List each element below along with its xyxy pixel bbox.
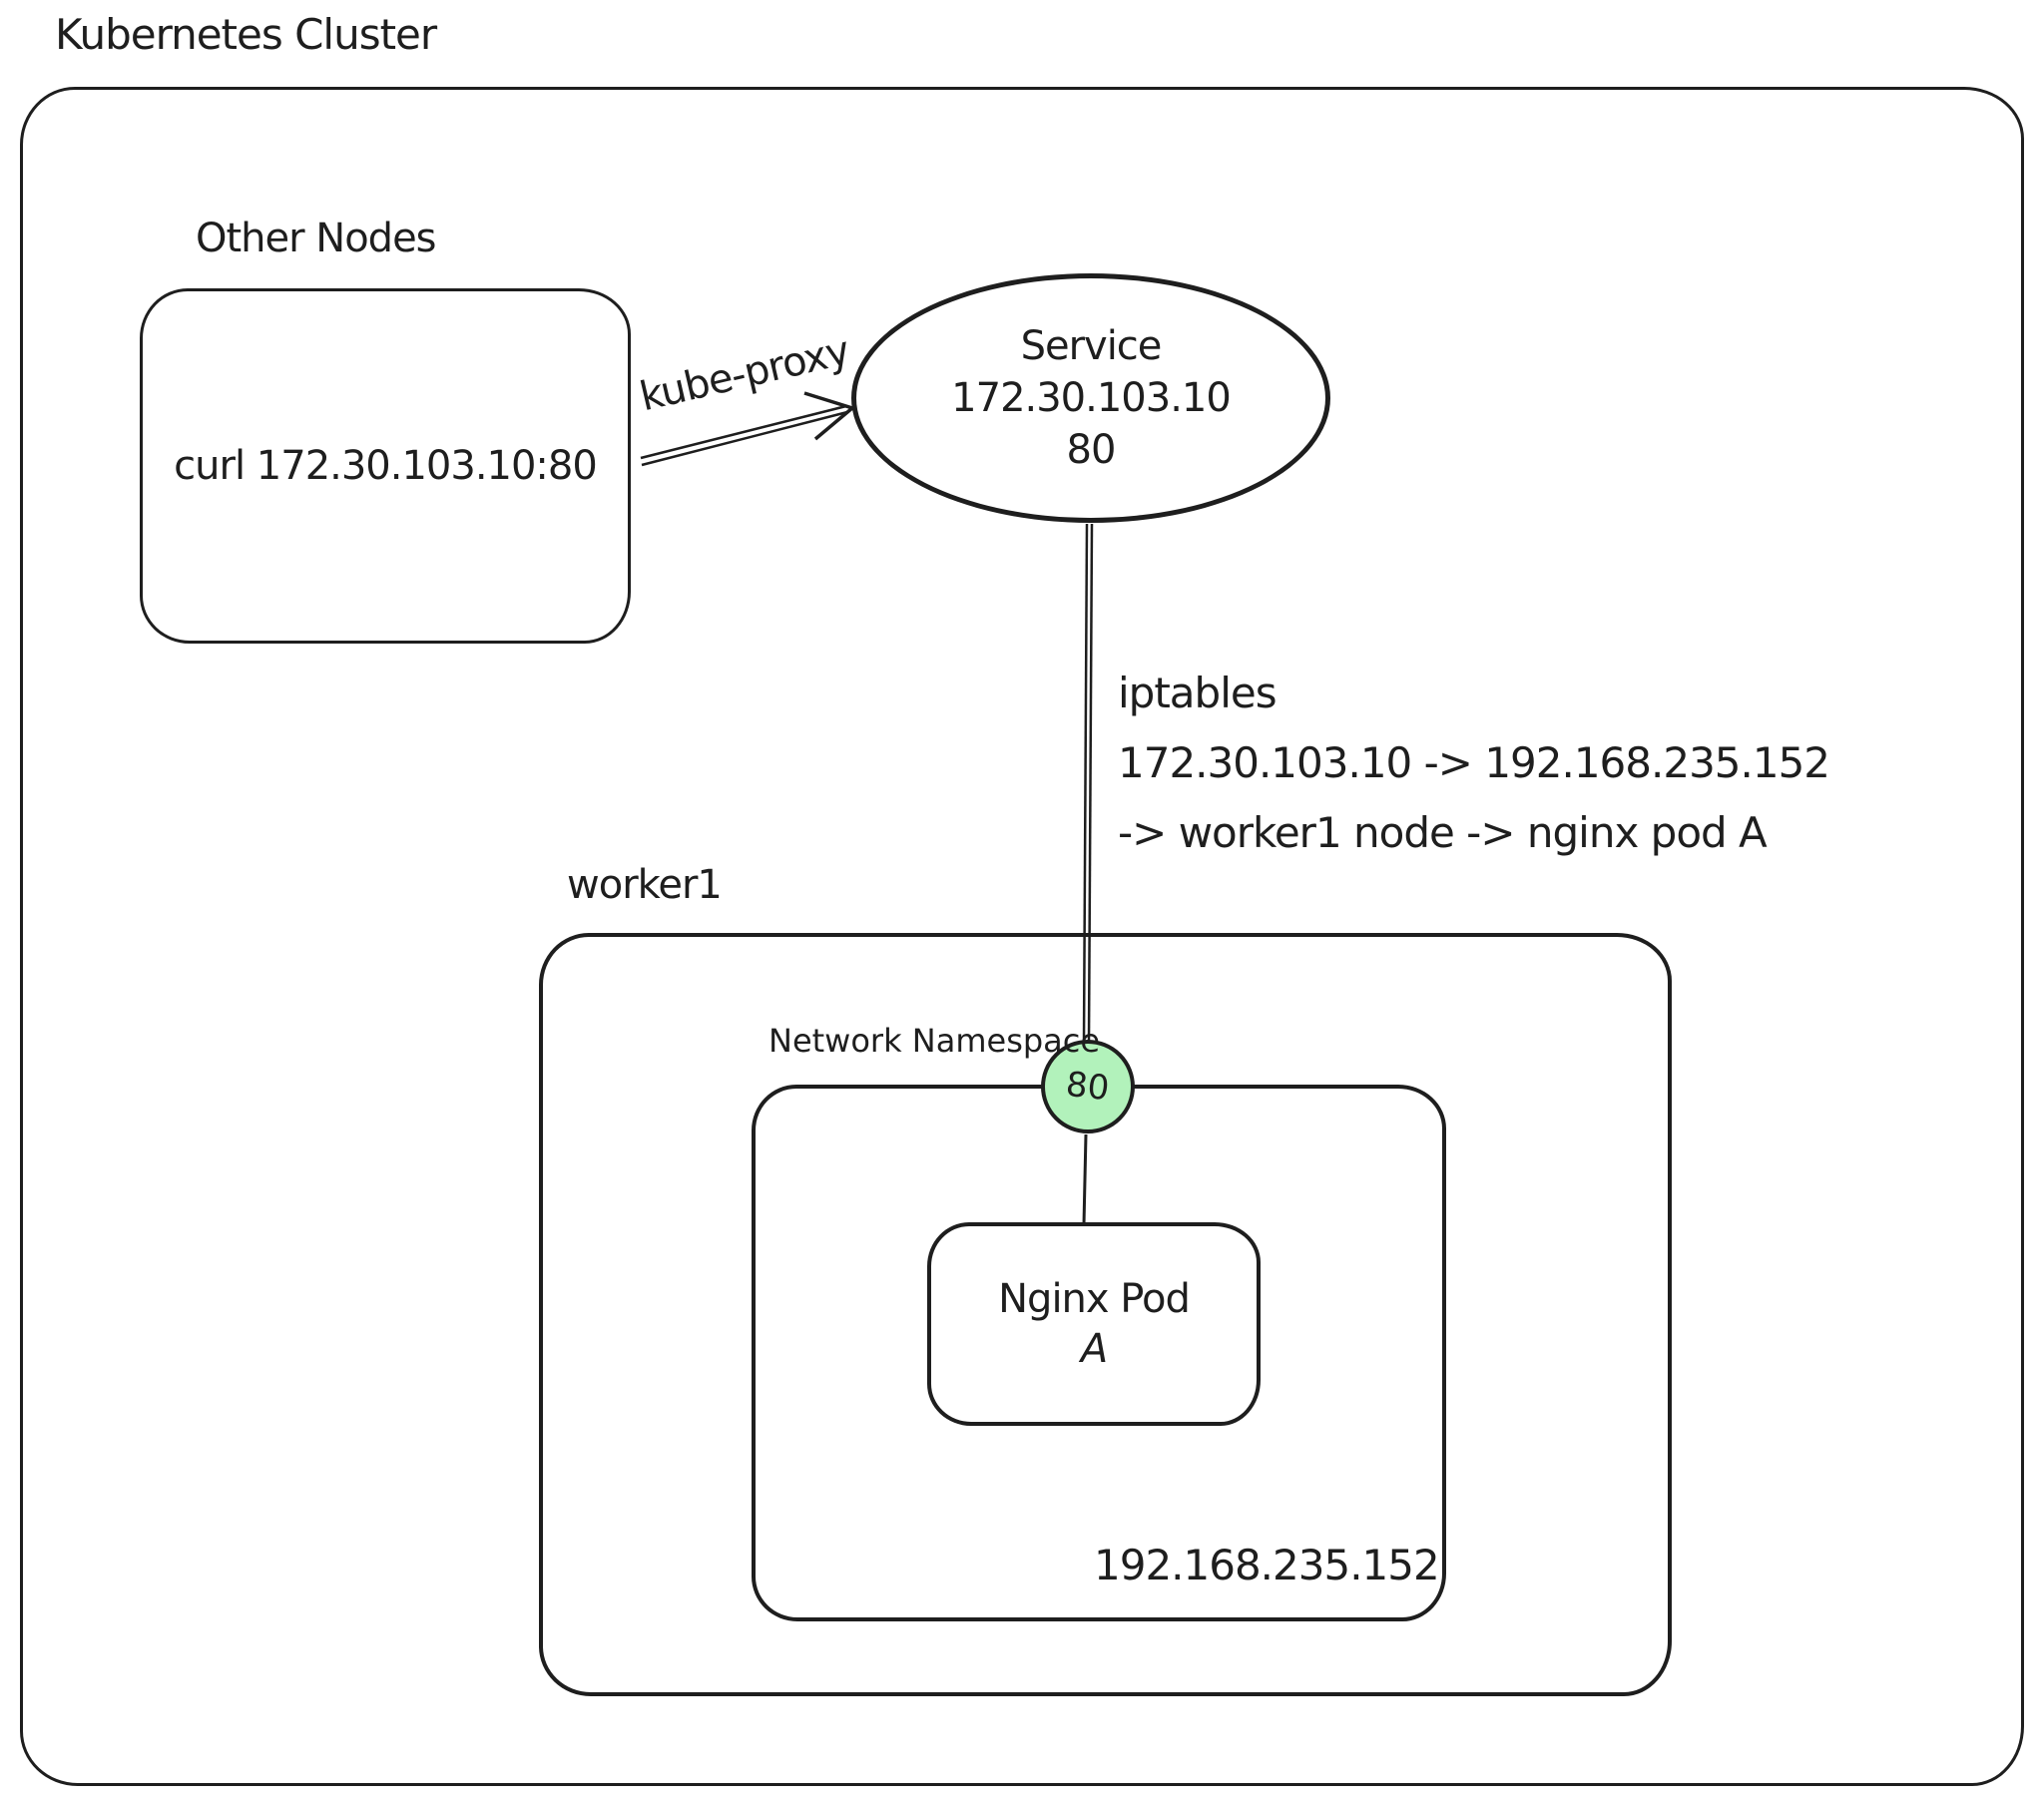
iptables-line-1: iptables [1118, 669, 1278, 717]
curl-command-text: curl 172.30.103.10:80 [174, 443, 598, 489]
worker1-node-box [539, 933, 1672, 1696]
network-namespace-label: Network Namespace [768, 1022, 1101, 1060]
pod-ip-label: 192.168.235.152 [1094, 1541, 1440, 1589]
diagram-title: Kubernetes Cluster [55, 10, 437, 59]
service-ellipse: Service 172.30.103.10 80 [851, 273, 1330, 523]
cluster-boundary-box [20, 87, 2024, 1786]
worker1-node-label: worker1 [567, 862, 723, 908]
iptables-line-2: 172.30.103.10 -> 192.168.235.152 [1118, 738, 1830, 787]
other-nodes-label: Other Nodes [196, 216, 437, 261]
nginx-pod-title: Nginx Pod [998, 1276, 1191, 1322]
iptables-line-3: -> worker1 node -> nginx pod A [1118, 808, 1768, 857]
nginx-pod-box: Nginx Pod A [927, 1222, 1261, 1426]
nginx-pod-suffix: A [1080, 1326, 1108, 1372]
iptables-annotation: iptables 172.30.103.10 -> 192.168.235.15… [1118, 659, 1830, 868]
service-ip: 172.30.103.10 [951, 375, 1232, 421]
port-80-badge-text: 80 [1064, 1064, 1112, 1110]
service-port: 80 [1066, 427, 1117, 473]
service-name: Service [1020, 323, 1163, 369]
other-nodes-box: curl 172.30.103.10:80 [140, 288, 631, 644]
